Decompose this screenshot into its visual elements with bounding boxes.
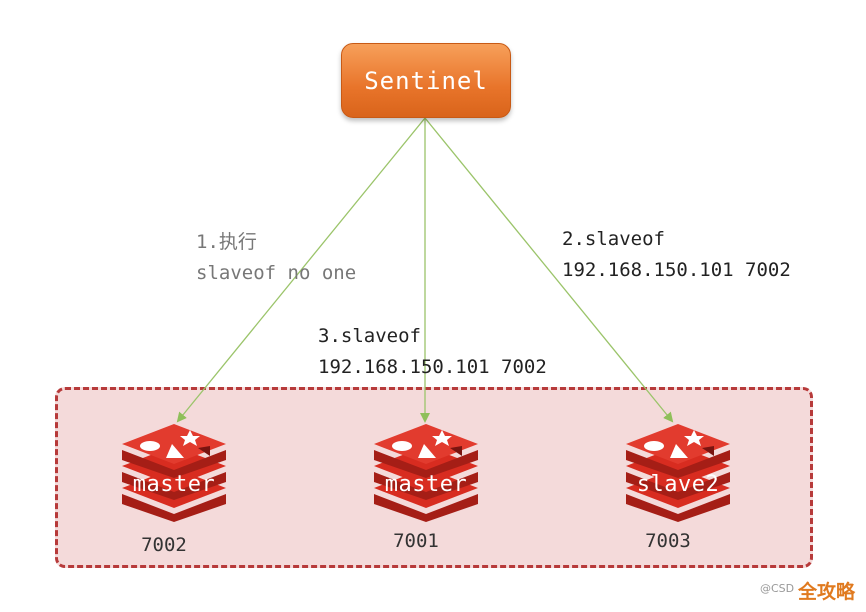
redis-node-7001: master xyxy=(370,424,482,522)
step1-label: 1.执行 slaveof no one xyxy=(196,227,356,289)
sentinel-box: Sentinel xyxy=(341,43,511,118)
node-port-7003: 7003 xyxy=(645,530,691,552)
node-role: slave2 xyxy=(636,472,720,497)
step2-label: 2.slaveof 192.168.150.101 7002 xyxy=(562,224,791,286)
arrow-to-7002 xyxy=(176,117,426,423)
redis-node-7003: slave2 xyxy=(622,424,734,522)
step3-line1: 3.slaveof xyxy=(318,325,421,347)
step3-line2: 192.168.150.101 7002 xyxy=(318,356,547,378)
redis-logo-icon xyxy=(626,424,730,522)
redis-logo-icon xyxy=(374,424,478,522)
node-role: master xyxy=(132,472,216,497)
node-role: master xyxy=(384,472,468,497)
step1-line2: slaveof no one xyxy=(196,262,357,284)
step2-line1: 2.slaveof xyxy=(562,228,665,250)
step2-line2: 192.168.150.101 7002 xyxy=(562,259,791,281)
watermark-big: 全攻略 xyxy=(798,581,856,603)
redis-node-7002: master xyxy=(118,424,230,522)
step3-label: 3.slaveof 192.168.150.101 7002 xyxy=(318,321,547,383)
arrow-to-7003 xyxy=(424,117,674,423)
sentinel-label: Sentinel xyxy=(364,66,488,95)
node-port-7001: 7001 xyxy=(393,530,439,552)
node-port-7002: 7002 xyxy=(141,534,187,556)
watermark-small: @CSD xyxy=(760,582,795,595)
step1-line1: 1.执行 xyxy=(196,231,257,253)
redis-logo-icon xyxy=(122,424,226,522)
